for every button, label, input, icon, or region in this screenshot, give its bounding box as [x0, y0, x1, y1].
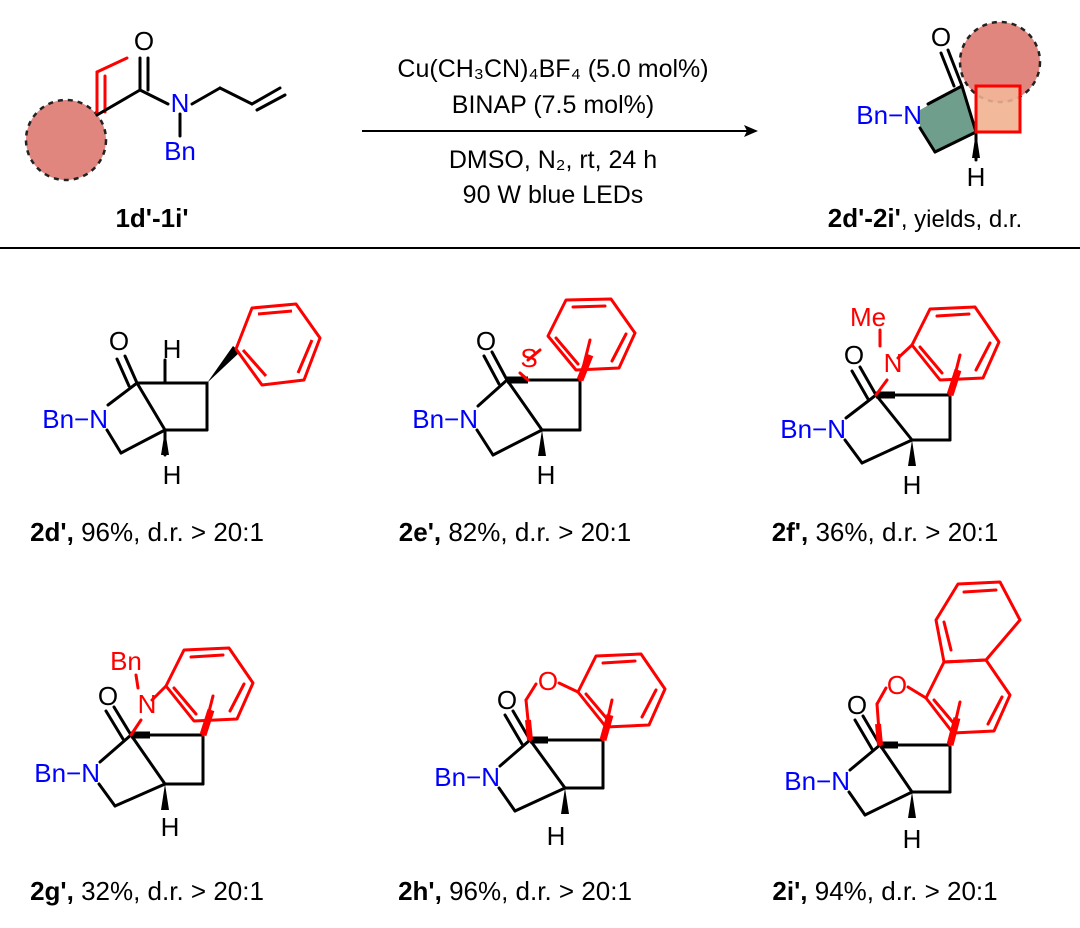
- bn-n: Bn−N: [784, 766, 850, 796]
- N-red: N: [884, 348, 903, 378]
- O: O: [109, 326, 129, 356]
- bn-n: Bn−N: [412, 404, 478, 434]
- substrate-benzyl: Bn: [164, 136, 196, 166]
- bn-n: Bn−N: [42, 404, 108, 434]
- structure-2e: S O Bn−N H: [412, 297, 637, 490]
- product-bn-n: Bn−N: [856, 100, 922, 130]
- H: H: [903, 824, 922, 854]
- O-ring: O: [538, 666, 558, 696]
- caption-2h: 2h', 96%, d.r. > 20:1: [398, 876, 632, 906]
- H-bottom: H: [163, 460, 182, 490]
- ligand-text: BINAP (7.5 mol%): [452, 91, 654, 119]
- substrate-oxygen: O: [134, 26, 154, 56]
- structure-2i: O O Bn−N H: [784, 580, 1022, 854]
- substrate-structure: O N Bn: [24, 26, 287, 182]
- H: H: [161, 812, 180, 842]
- O: O: [98, 681, 118, 711]
- light-text: 90 W blue LEDs: [463, 181, 644, 209]
- solvent-text: DMSO, N₂, rt, 24 h: [449, 146, 657, 174]
- product-oxygen: O: [931, 22, 951, 52]
- caption-2f: 2f', 36%, d.r. > 20:1: [772, 517, 999, 547]
- H-top: H: [163, 334, 182, 364]
- N-red: N: [138, 689, 157, 719]
- caption-2d: 2d', 96%, d.r. > 20:1: [30, 517, 264, 547]
- bn-n: Bn−N: [780, 414, 846, 444]
- caption-2i: 2i', 94%, d.r. > 20:1: [772, 876, 997, 906]
- reaction-conditions: Cu(CH₃CN)₄BF₄ (5.0 mol%) BINAP (7.5 mol%…: [362, 55, 758, 209]
- S: S: [520, 343, 537, 373]
- caption-2g: 2g', 32%, d.r. > 20:1: [30, 876, 264, 906]
- H: H: [903, 470, 922, 500]
- O: O: [844, 340, 864, 370]
- arrow-head: [744, 125, 758, 137]
- wedge-bond: [972, 132, 980, 158]
- H: H: [547, 821, 566, 851]
- O: O: [497, 685, 517, 715]
- catalyst-text: Cu(CH₃CN)₄BF₄ (5.0 mol%): [397, 55, 708, 83]
- structure-2g: Bn N O Bn−N H: [34, 646, 255, 842]
- O-ring: O: [887, 670, 907, 700]
- bn-n: Bn−N: [434, 762, 500, 792]
- structure-2h: O O Bn−N H: [434, 652, 667, 851]
- bn-n: Bn−N: [34, 758, 100, 788]
- product-hydrogen: H: [967, 162, 986, 192]
- O: O: [476, 326, 496, 356]
- caption-2e: 2e', 82%, d.r. > 20:1: [399, 517, 631, 547]
- product-general-structure: O Bn−N H: [856, 20, 1042, 192]
- cyclobutane-fill-top: [976, 86, 1020, 132]
- structure-2f: Me N O Bn−N H: [780, 302, 1001, 500]
- substrate-label: 1d'-1i': [115, 203, 188, 233]
- Me: Me: [850, 302, 886, 332]
- O: O: [847, 690, 867, 720]
- H: H: [537, 460, 556, 490]
- Bn-red: Bn: [110, 646, 142, 676]
- substrate-nitrogen: N: [171, 88, 190, 118]
- structure-2d: O Bn−N H H: [42, 302, 322, 490]
- variable-ring-circle: [24, 98, 108, 182]
- product-label: 2d'-2i', yields, d.r.: [828, 203, 1022, 233]
